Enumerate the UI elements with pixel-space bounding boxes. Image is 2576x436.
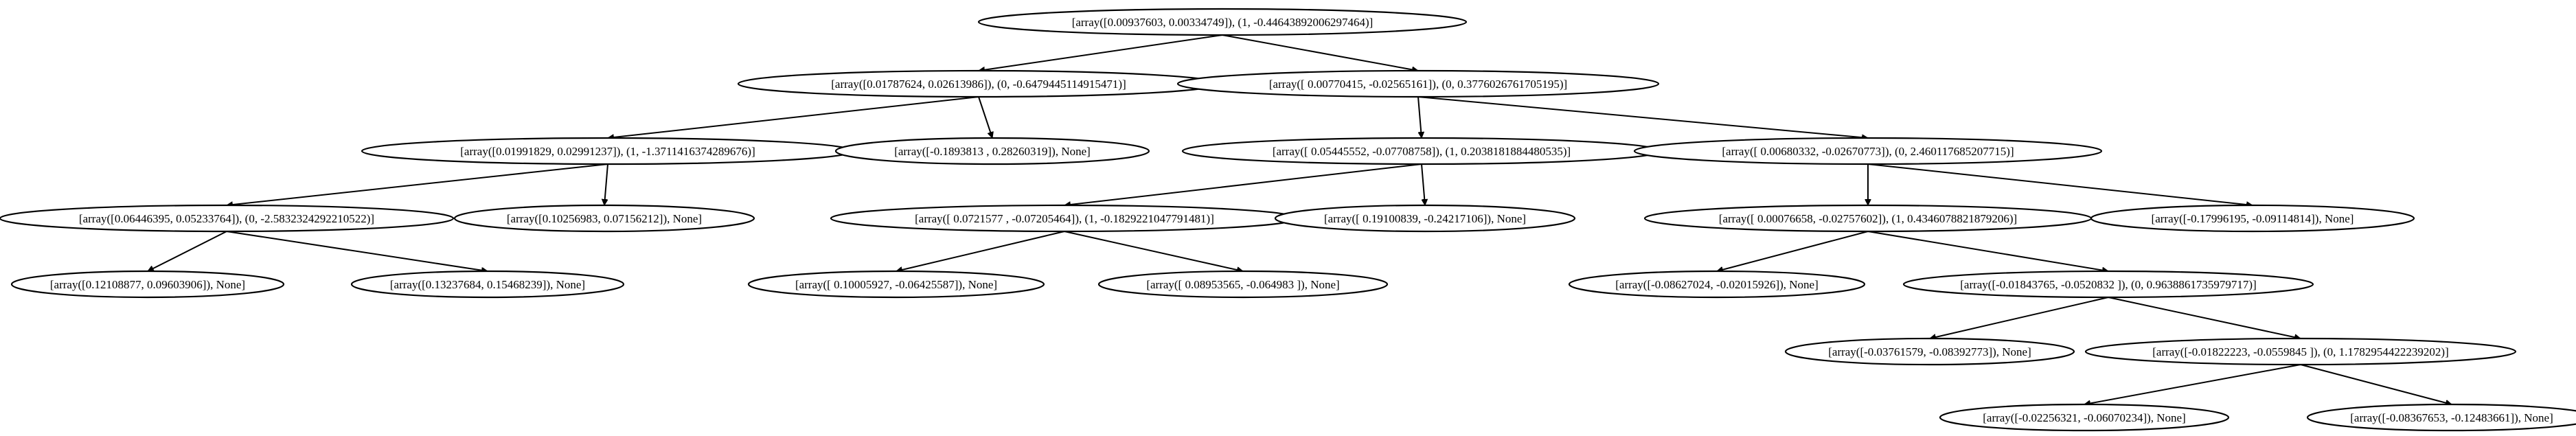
tree-edge-n9-n16 bbox=[1064, 231, 1243, 271]
tree-node-label: [array([-0.08367653, -0.12483661]), None… bbox=[2350, 411, 2553, 424]
tree-edge-n7-n14 bbox=[226, 231, 488, 271]
tree-node-label: [array([-0.08627024, -0.02015926]), None… bbox=[1615, 278, 1819, 291]
tree-node-n6: [array([ 0.00680332, -0.02670773]), (0, … bbox=[1633, 137, 2103, 165]
tree-node-n15: [array([ 0.10005927, -0.06425587]), None… bbox=[747, 270, 1045, 299]
tree-node-label: [array([ 0.10005927, -0.06425587]), None… bbox=[795, 278, 997, 291]
edges-layer bbox=[148, 34, 2452, 404]
tree-node-n4: [array([-0.1893813 , 0.28260319]), None] bbox=[834, 137, 1150, 165]
tree-node-label: [array([-0.01843765, -0.0520832 ]), (0, … bbox=[1960, 278, 2257, 291]
tree-node-ellipse bbox=[1784, 337, 2075, 366]
tree-node-ellipse bbox=[10, 270, 285, 299]
tree-node-n11: [array([ 0.00076658, -0.02757602]), (1, … bbox=[1643, 204, 2093, 233]
tree-node-n9: [array([ 0.0721577 , -0.07205464]), (1, … bbox=[830, 204, 1299, 233]
tree-node-ellipse bbox=[1568, 270, 1866, 299]
tree-node-label: [array([0.01991829, 0.02991237]), (1, -1… bbox=[460, 145, 755, 158]
tree-node-n1: [array([0.01787624, 0.02613986]), (0, -0… bbox=[737, 69, 1220, 98]
tree-node-label: [array([-0.02256321, -0.06070234]), None… bbox=[1983, 411, 2186, 424]
tree-node-n21: [array([-0.02256321, -0.06070234]), None… bbox=[1939, 403, 2230, 432]
tree-node-ellipse bbox=[453, 204, 755, 233]
tree-node-ellipse bbox=[1176, 69, 1660, 98]
tree-node-ellipse bbox=[2090, 204, 2415, 233]
tree-edge-n3-n8 bbox=[604, 163, 608, 205]
tree-edge-n1-n3 bbox=[608, 96, 979, 138]
tree-edge-n9-n15 bbox=[896, 231, 1065, 271]
tree-edge-n11-n18 bbox=[1867, 231, 2108, 271]
tree-node-label: [array([0.06446395, 0.05233764]), (0, -2… bbox=[79, 212, 374, 225]
tree-node-n14: [array([0.13237684, 0.15468239]), None] bbox=[350, 270, 625, 299]
tree-node-label: [array([-0.1893813 , 0.28260319]), None] bbox=[894, 145, 1091, 158]
tree-node-n2: [array([ 0.00770415, -0.02565161]), (0, … bbox=[1176, 69, 1660, 98]
tree-node-label: [array([ 0.0721577 , -0.07205464]), (1, … bbox=[915, 212, 1214, 225]
tree-node-n19: [array([-0.03761579, -0.08392773]), None… bbox=[1784, 337, 2075, 366]
tree-node-label: [array([ 0.00680332, -0.02670773]), (0, … bbox=[1722, 145, 2014, 158]
tree-node-label: [array([ 0.00770415, -0.02565161]), (0, … bbox=[1269, 78, 1567, 91]
tree-node-label: [array([0.01787624, 0.02613986]), (0, -0… bbox=[831, 78, 1126, 91]
tree-node-n7: [array([0.06446395, 0.05233764]), (0, -2… bbox=[0, 204, 455, 233]
tree-node-label: [array([-0.17996195, -0.09114814]), None… bbox=[2152, 212, 2354, 225]
tree-edge-n5-n9 bbox=[1064, 163, 1422, 205]
tree-edge-n5-n10 bbox=[1421, 163, 1425, 205]
tree-node-n12: [array([-0.17996195, -0.09114814]), None… bbox=[2090, 204, 2415, 233]
tree-edge-n3-n7 bbox=[227, 163, 608, 205]
tree-node-n16: [array([ 0.08953565, -0.064983 ]), None] bbox=[1097, 270, 1389, 299]
tree-node-ellipse bbox=[0, 204, 455, 233]
tree-node-ellipse bbox=[2084, 337, 2517, 366]
tree-node-ellipse bbox=[1902, 270, 2314, 299]
tree-edge-n1-n4 bbox=[978, 96, 992, 138]
tree-node-ellipse bbox=[977, 8, 1468, 36]
tree-edge-n20-n22 bbox=[2300, 364, 2452, 404]
tree-edge-n0-n2 bbox=[1222, 34, 1418, 71]
tree-node-ellipse bbox=[747, 270, 1045, 299]
tree-node-ellipse bbox=[1097, 270, 1389, 299]
tree-edge-n11-n17 bbox=[1717, 231, 1869, 271]
nodes-layer: [array([0.00937603, 0.00334749]), (1, -0… bbox=[0, 8, 2576, 432]
tree-node-n17: [array([-0.08627024, -0.02015926]), None… bbox=[1568, 270, 1866, 299]
tree-node-ellipse bbox=[1939, 403, 2230, 432]
tree-node-label: [array([-0.03761579, -0.08392773]), None… bbox=[1828, 345, 2031, 358]
tree-edge-n18-n19 bbox=[1930, 297, 2109, 339]
tree-edge-n18-n20 bbox=[2108, 297, 2301, 339]
tree-node-ellipse bbox=[2306, 403, 2576, 432]
tree-node-label: [array([0.13237684, 0.15468239]), None] bbox=[390, 278, 585, 291]
tree-node-label: [array([ 0.08953565, -0.064983 ]), None] bbox=[1146, 278, 1339, 291]
tree-edge-n2-n6 bbox=[1417, 96, 1868, 138]
tree-node-label: [array([-0.01822223, -0.0559845 ]), (0, … bbox=[2152, 345, 2449, 358]
tree-node-ellipse bbox=[1274, 204, 1576, 233]
tree-node-n22: [array([-0.08367653, -0.12483661]), None… bbox=[2306, 403, 2576, 432]
tree-node-n20: [array([-0.01822223, -0.0559845 ]), (0, … bbox=[2084, 337, 2517, 366]
tree-edge-n20-n21 bbox=[2084, 364, 2301, 404]
tree-node-n3: [array([0.01991829, 0.02991237]), (1, -1… bbox=[361, 137, 855, 165]
tree-node-n18: [array([-0.01843765, -0.0520832 ]), (0, … bbox=[1902, 270, 2314, 299]
tree-edge-n2-n5 bbox=[1417, 96, 1422, 138]
tree-node-n8: [array([0.10256983, 0.07156212]), None] bbox=[453, 204, 755, 233]
tree-node-n10: [array([ 0.19100839, -0.24217106]), None… bbox=[1274, 204, 1576, 233]
tree-node-label: [array([ 0.19100839, -0.24217106]), None… bbox=[1324, 212, 1526, 225]
tree-node-label: [array([ 0.00076658, -0.02757602]), (1, … bbox=[1719, 212, 2017, 225]
tree-node-label: [array([ 0.05445552, -0.07708758]), (1, … bbox=[1273, 145, 1571, 158]
tree-edge-n6-n12 bbox=[1867, 163, 2253, 205]
tree-node-n13: [array([0.12108877, 0.09603906]), None] bbox=[10, 270, 285, 299]
tree-node-label: [array([0.00937603, 0.00334749]), (1, -0… bbox=[1072, 16, 1374, 29]
tree-edge-n0-n1 bbox=[979, 34, 1223, 71]
tree-node-label: [array([0.12108877, 0.09603906]), None] bbox=[50, 278, 245, 291]
tree-edge-n7-n13 bbox=[148, 231, 227, 272]
tree-node-ellipse bbox=[350, 270, 625, 299]
tree-node-label: [array([0.10256983, 0.07156212]), None] bbox=[507, 212, 702, 225]
tree-node-n0: [array([0.00937603, 0.00334749]), (1, -0… bbox=[977, 8, 1468, 36]
tree-node-ellipse bbox=[834, 137, 1150, 165]
tree-node-ellipse bbox=[1633, 137, 2103, 165]
tree-node-n5: [array([ 0.05445552, -0.07708758]), (1, … bbox=[1181, 137, 1662, 165]
